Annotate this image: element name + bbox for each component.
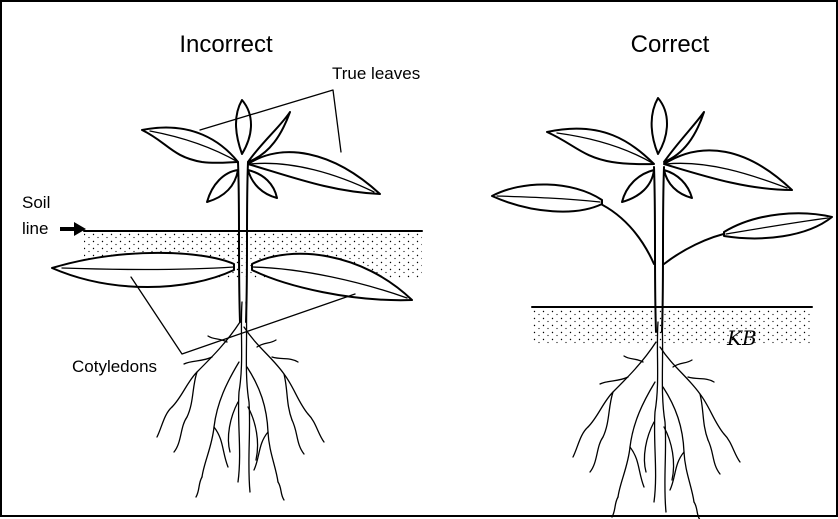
true-leaf-left-2 xyxy=(236,100,251,154)
roots-right xyxy=(573,322,740,519)
true-leaf-right-6 xyxy=(664,170,692,198)
correct-plant: KB xyxy=(492,98,832,519)
cotyledons-label: Cotyledons xyxy=(72,357,157,376)
cotyledon-stalk-right-1 xyxy=(592,200,654,264)
cotyledon-stalk-right-2 xyxy=(664,232,732,264)
true-leaf-left-6 xyxy=(248,170,277,198)
incorrect-title: Incorrect xyxy=(179,31,273,58)
true-leaf-left-3 xyxy=(207,170,238,202)
true-leaf-right-2 xyxy=(652,98,667,154)
correct-title: Correct xyxy=(631,31,710,58)
artist-signature: KB xyxy=(726,326,757,350)
stem-left-b xyxy=(246,162,248,322)
soil-stipple-right xyxy=(532,310,812,344)
true-leaves-label: True leaves xyxy=(332,64,420,83)
soil-label-line1: Soil xyxy=(22,193,50,212)
roots-left xyxy=(157,302,324,500)
incorrect-plant: True leaves Soil line Cotyledons xyxy=(22,64,422,500)
true-leaf-right-3 xyxy=(622,170,654,202)
arrow-right-icon xyxy=(60,222,86,236)
stem-left-a xyxy=(238,162,240,322)
soil-label-line2: line xyxy=(22,219,48,238)
